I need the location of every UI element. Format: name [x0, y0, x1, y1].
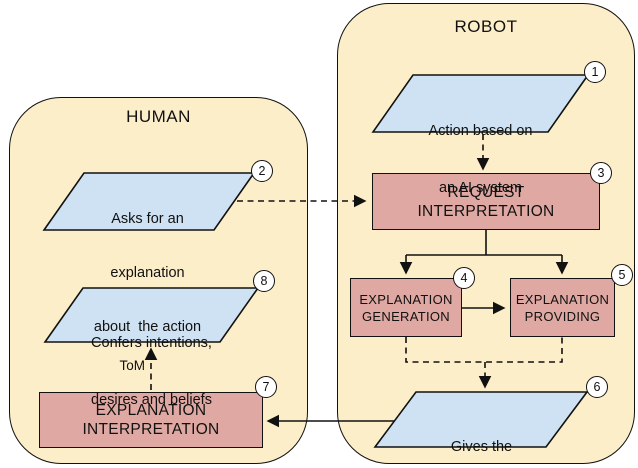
node-label-line: INTERPRETATION — [417, 202, 555, 220]
node-label-line: EXPLANATION — [515, 291, 610, 307]
node-label-line: about the action — [93, 319, 202, 335]
node-label-line: desires and beliefs — [91, 392, 212, 408]
edge-request-interpretation-branch — [406, 230, 562, 256]
step-badge-2: 2 — [251, 160, 273, 182]
node-label-line: Confers intentions, — [91, 335, 212, 351]
node-label-line: REQUEST — [447, 183, 525, 201]
human-title: HUMAN — [126, 107, 191, 126]
robot-title: ROBOT — [454, 17, 518, 36]
action-node-label: Action based on an AI system — [393, 84, 568, 236]
gives-explanation-parallelogram — [373, 391, 589, 448]
node-label-line: INTERPRETATION — [82, 421, 220, 438]
explanation-interpretation-node: EXPLANATION INTERPRETATION — [39, 392, 263, 448]
node-label-line: Gives the — [450, 439, 513, 455]
step-badge-1: 1 — [584, 61, 606, 83]
node-label-line: an AI system — [438, 180, 522, 196]
node-label-line: EXPLANATION — [95, 402, 207, 419]
step-badge-6: 6 — [586, 376, 608, 398]
step-badge-3: 3 — [590, 162, 612, 184]
asks-parallelogram — [42, 172, 256, 231]
explanation-providing-node: EXPLANATION PROVIDING — [510, 278, 615, 337]
node-label-line: Asks for an — [111, 211, 184, 227]
step-badge-5: 5 — [611, 264, 633, 286]
step-badge-7: 7 — [255, 376, 277, 398]
action-parallelogram — [371, 74, 590, 133]
step-badge-4: 4 — [453, 267, 475, 289]
node-label-line: PROVIDING — [524, 308, 601, 324]
node-label-line: Action based on — [428, 123, 533, 139]
confers-node-label: Confers intentions, desires and beliefs — [64, 296, 239, 448]
confers-parallelogram — [43, 287, 260, 343]
request-interpretation-node: REQUEST INTERPRETATION — [372, 173, 600, 230]
node-label-line: GENERATION — [362, 308, 450, 324]
node-label-line: EXPLANATION — [359, 291, 453, 307]
asks-node-label: Asks for an explanation about the action — [60, 174, 235, 372]
explanation-generation-node: EXPLANATION GENERATION — [350, 278, 462, 337]
node-label-line: explanation — [110, 265, 185, 281]
gives-explanation-node-label: Gives the explanation — [394, 400, 569, 468]
edge-generation-providing-collector — [405, 337, 563, 363]
step-badge-8: 8 — [253, 270, 275, 292]
tom-edge-label: ToM — [119, 358, 145, 373]
